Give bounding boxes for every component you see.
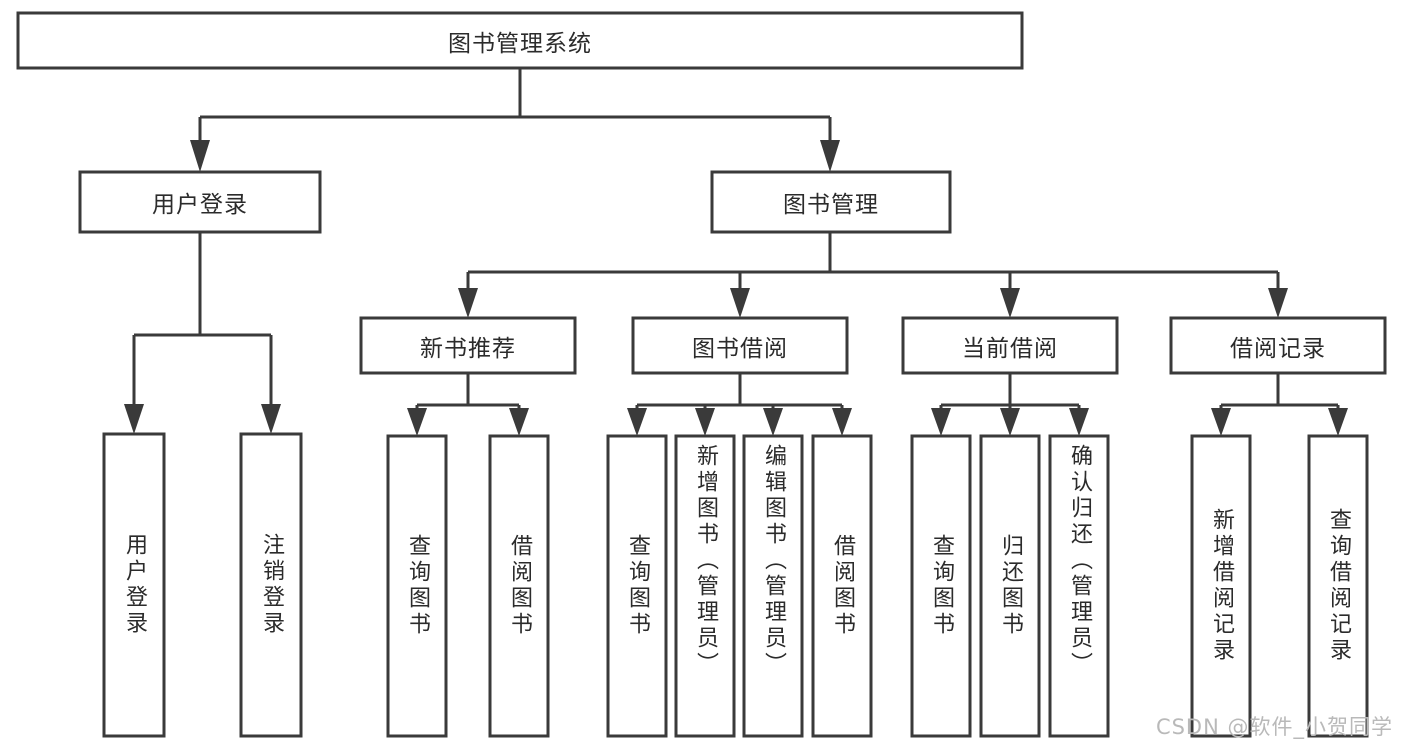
arrow-head-cur-confirm-return — [1069, 408, 1089, 436]
node-box-cur-query-book[interactable] — [910, 434, 972, 738]
arrow-head-borrow-add-book — [695, 408, 715, 436]
node-box-root[interactable] — [16, 11, 1024, 70]
node-box-book-borrow[interactable] — [631, 316, 849, 375]
node-box-cur-confirm-return[interactable] — [1048, 434, 1110, 738]
connectors — [124, 68, 1348, 436]
node-box-rec-query-book[interactable] — [386, 434, 448, 738]
node-box-current-borrow[interactable] — [901, 316, 1119, 375]
arrow-head-rec-query-record — [1328, 408, 1348, 436]
arrow-head-book-borrow — [730, 288, 750, 318]
arrow-head-rec-query-book — [407, 408, 427, 436]
node-box-rec-query-record[interactable] — [1307, 434, 1369, 738]
node-box-cur-return-book[interactable] — [979, 434, 1041, 738]
arrow-head-login-user-login — [124, 404, 144, 434]
arrow-head-rec-borrow-book — [509, 408, 529, 436]
node-box-user-login[interactable] — [78, 170, 322, 234]
node-box-borrow-query-book[interactable] — [606, 434, 668, 738]
arrow-head-borrow-edit-book — [763, 408, 783, 436]
arrow-head-current-borrow — [1000, 288, 1020, 318]
node-box-login-user-login[interactable] — [102, 432, 166, 738]
node-box-book-management[interactable] — [710, 170, 952, 234]
node-box-borrow-add-book[interactable] — [674, 434, 736, 738]
arrow-head-new-book-recommend — [458, 288, 478, 318]
node-box-rec-add-record[interactable] — [1190, 434, 1252, 738]
node-box-borrow-borrow-book[interactable] — [811, 434, 873, 738]
arrow-head-login-logout — [261, 404, 281, 434]
arrow-head-user-login — [190, 140, 210, 172]
node-box-new-book-recommend[interactable] — [359, 316, 577, 375]
arrow-head-borrow-record — [1268, 288, 1288, 318]
node-box-borrow-edit-book[interactable] — [742, 434, 804, 738]
arrow-head-rec-add-record — [1211, 408, 1231, 436]
node-box-borrow-record[interactable] — [1169, 316, 1387, 375]
node-boxes — [16, 11, 1387, 738]
arrow-head-borrow-borrow-book — [832, 408, 852, 436]
arrow-head-cur-return-book — [1000, 408, 1020, 436]
arrow-head-cur-query-book — [931, 408, 951, 436]
arrow-head-borrow-query-book — [627, 408, 647, 436]
arrow-head-book-management — [820, 140, 840, 172]
node-box-rec-borrow-book[interactable] — [488, 434, 550, 738]
node-box-login-logout[interactable] — [239, 432, 303, 738]
